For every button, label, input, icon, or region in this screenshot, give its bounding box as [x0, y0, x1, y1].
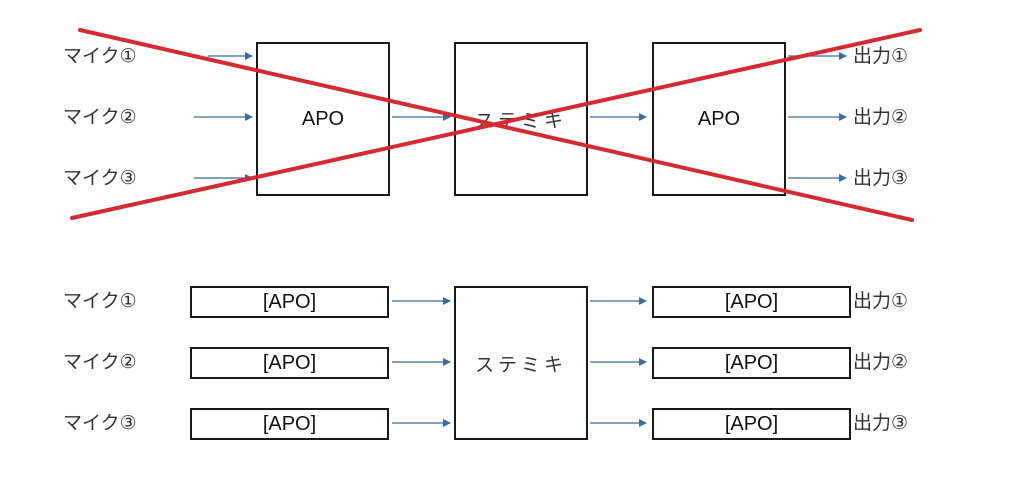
- top-apo-block-1-label: APO: [301, 107, 345, 130]
- bottom-input-apo-3-label: [APO]: [262, 412, 317, 435]
- bottom-output-apo-2-label: [APO]: [724, 351, 779, 374]
- top-apo-block-2: APO: [652, 42, 786, 196]
- bottom-input-label-3: マイク③: [63, 412, 137, 434]
- bottom-input-label-2: マイク②: [63, 351, 137, 373]
- top-apo-block-2-label: APO: [697, 107, 741, 130]
- bottom-output-label-3: 出力③: [853, 412, 909, 434]
- bottom-input-apo-3: [APO]: [190, 408, 389, 440]
- top-apo-block-1: APO: [256, 42, 390, 196]
- bottom-mixer-block-label: ステミキ: [474, 353, 567, 376]
- top-output-label-3: 出力③: [853, 167, 909, 189]
- bottom-output-apo-3-label: [APO]: [724, 412, 779, 435]
- top-input-label-1: マイク①: [63, 45, 137, 67]
- top-output-label-1: 出力①: [853, 45, 909, 67]
- bottom-input-apo-1-label: [APO]: [262, 290, 317, 313]
- bottom-output-apo-1: [APO]: [652, 286, 851, 318]
- bottom-output-apo-3: [APO]: [652, 408, 851, 440]
- bottom-input-apo-2-label: [APO]: [262, 351, 317, 374]
- bottom-mixer-block: ステミキ: [454, 286, 588, 440]
- top-input-label-3: マイク③: [63, 167, 137, 189]
- bottom-output-label-2: 出力②: [853, 351, 909, 373]
- bottom-input-label-1: マイク①: [63, 290, 137, 312]
- top-output-label-2: 出力②: [853, 106, 909, 128]
- bottom-output-label-1: 出力①: [853, 290, 909, 312]
- bottom-input-apo-2: [APO]: [190, 347, 389, 379]
- top-mixer-block-label: ステミキ: [474, 109, 567, 132]
- bottom-output-apo-1-label: [APO]: [724, 290, 779, 313]
- bottom-input-apo-1: [APO]: [190, 286, 389, 318]
- top-mixer-block: ステミキ: [454, 42, 588, 196]
- bottom-output-apo-2: [APO]: [652, 347, 851, 379]
- top-input-label-2: マイク②: [63, 106, 137, 128]
